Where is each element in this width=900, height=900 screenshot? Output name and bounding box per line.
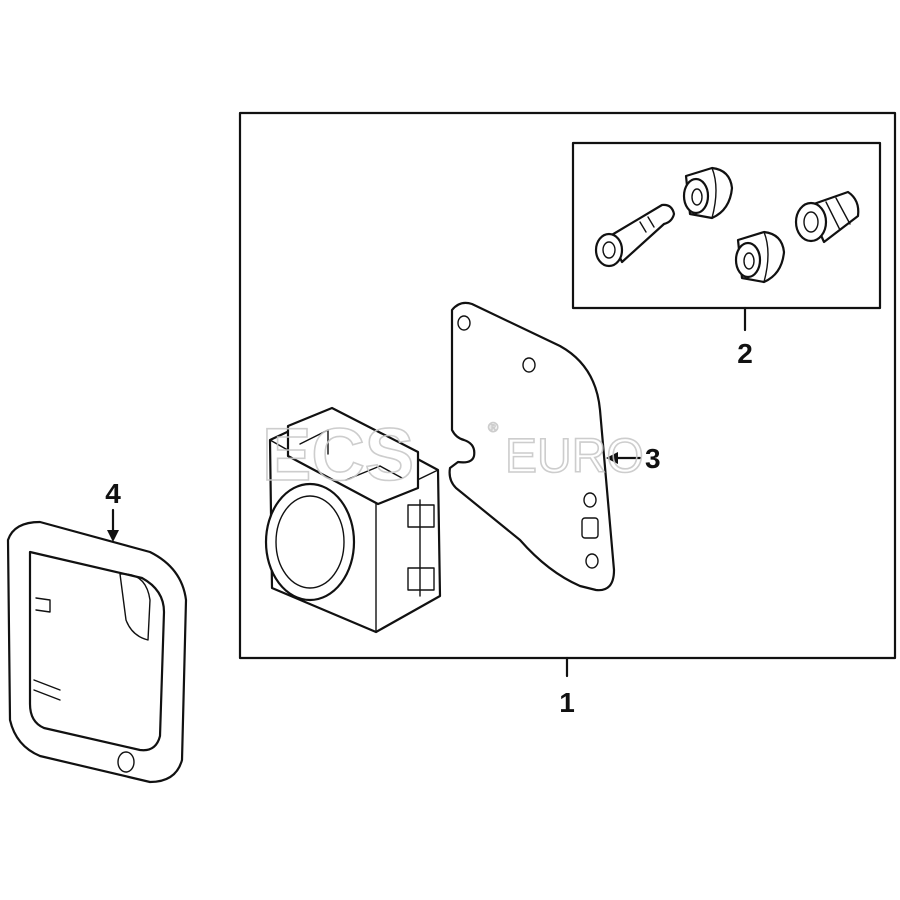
gasket-plate (448, 301, 616, 592)
clip-nut-upper-icon (682, 166, 734, 220)
callout-3-label: 3 (645, 443, 661, 474)
grommet-icon (794, 190, 860, 244)
watermark-brand-ecs: ECS (262, 413, 414, 496)
callout-1-label: 1 (559, 687, 575, 718)
watermark-logo: ECS ® EURO (261, 412, 644, 497)
bezel-bracket (6, 520, 188, 784)
callout-4-label: 4 (105, 478, 121, 509)
clip-nut-lower-icon (734, 230, 786, 284)
watermark-registered-mark: ® (488, 419, 499, 435)
screw-icon (594, 203, 676, 268)
sensor-module (264, 406, 442, 634)
callout-4-arrowhead (107, 530, 119, 542)
callout-3-arrowhead (606, 452, 618, 464)
hardware-kit-box-outline (571, 141, 882, 310)
watermark-brand-euro: EURO (505, 430, 644, 483)
callout-2-label: 2 (737, 338, 753, 369)
